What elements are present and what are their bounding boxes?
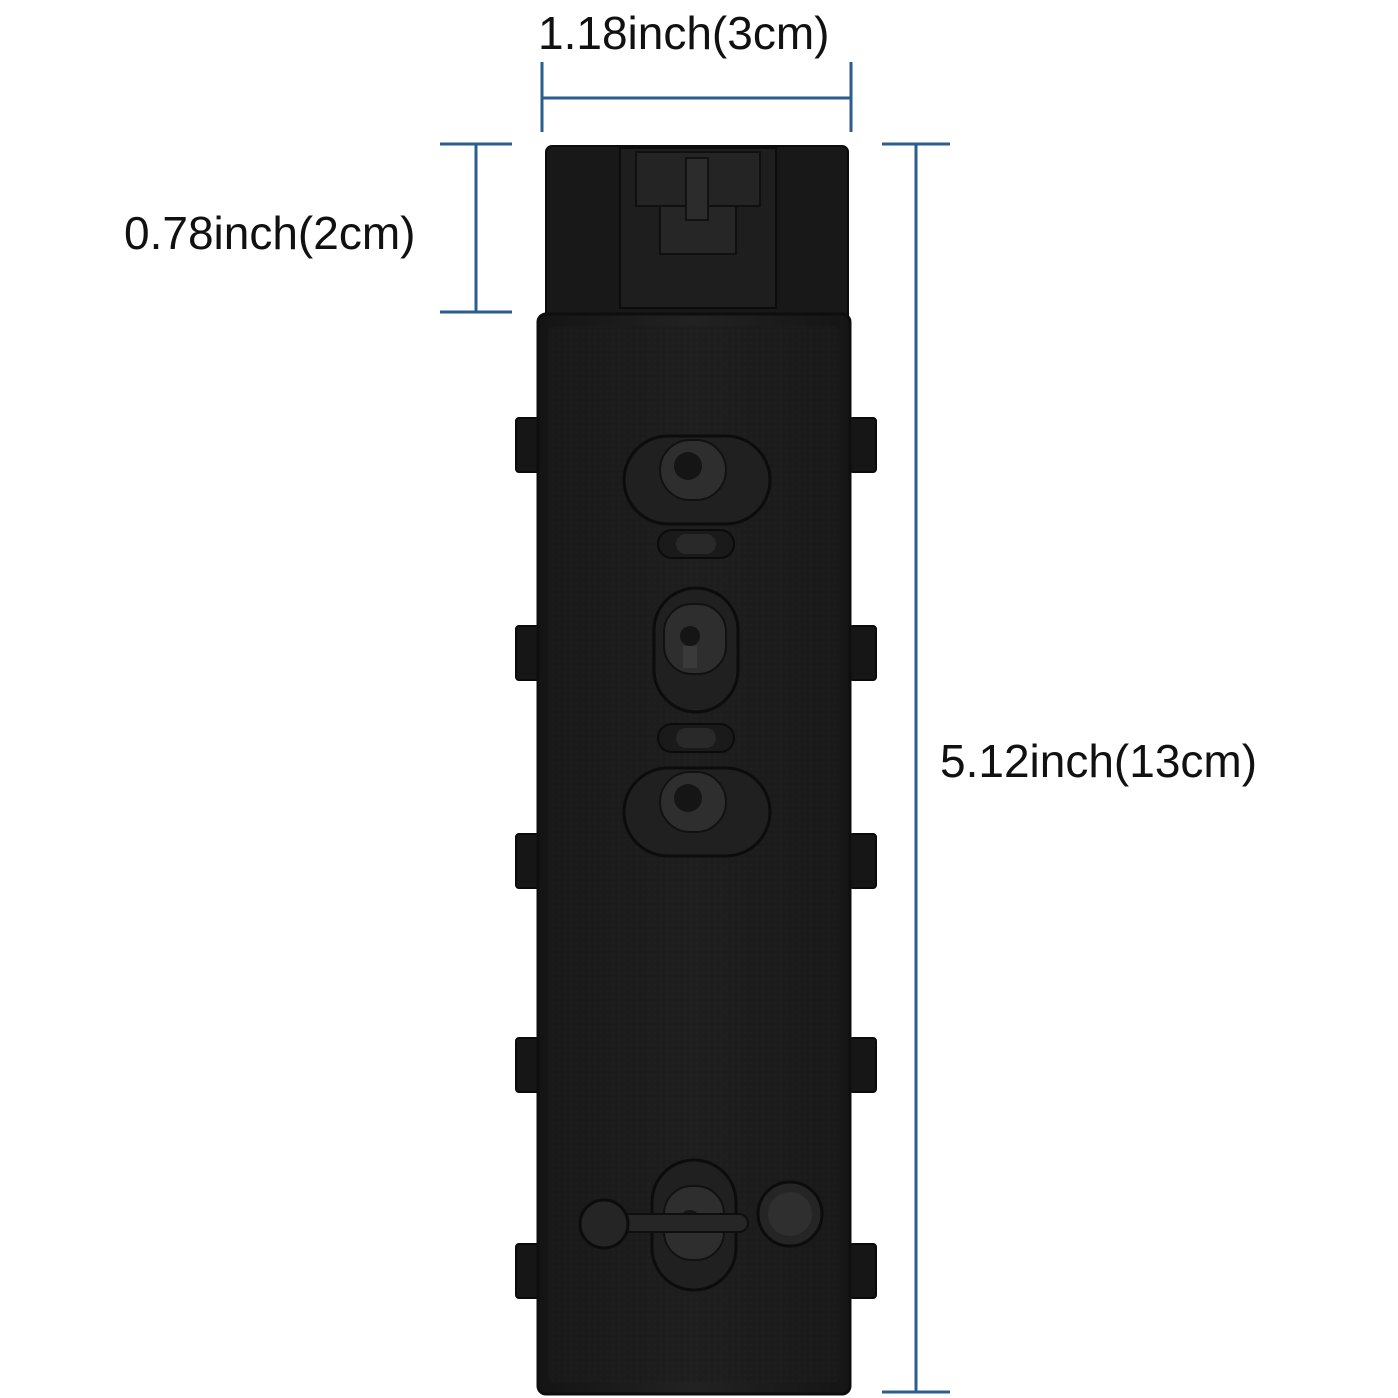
round-knob-icon[interactable] (756, 1180, 824, 1248)
width-dimension-label: 1.18inch(3cm) (538, 7, 830, 59)
oval-toggle-icon[interactable] (652, 586, 740, 714)
round-knob-icon[interactable] (578, 1198, 749, 1250)
oval-toggle-icon[interactable] (657, 723, 735, 753)
top-plug-icon (545, 145, 849, 323)
connector-height-dimension-label: 0.78inch(2cm) (124, 207, 416, 259)
oval-toggle-icon[interactable] (622, 766, 772, 858)
oval-toggle-icon[interactable] (657, 529, 735, 559)
oval-toggle-icon[interactable] (622, 434, 772, 526)
total-length-dimension-line (882, 142, 950, 1394)
width-dimension-line (540, 62, 853, 132)
connector-height-dimension-line (440, 142, 512, 314)
total-length-dimension-label: 5.12inch(13cm) (940, 735, 1258, 787)
